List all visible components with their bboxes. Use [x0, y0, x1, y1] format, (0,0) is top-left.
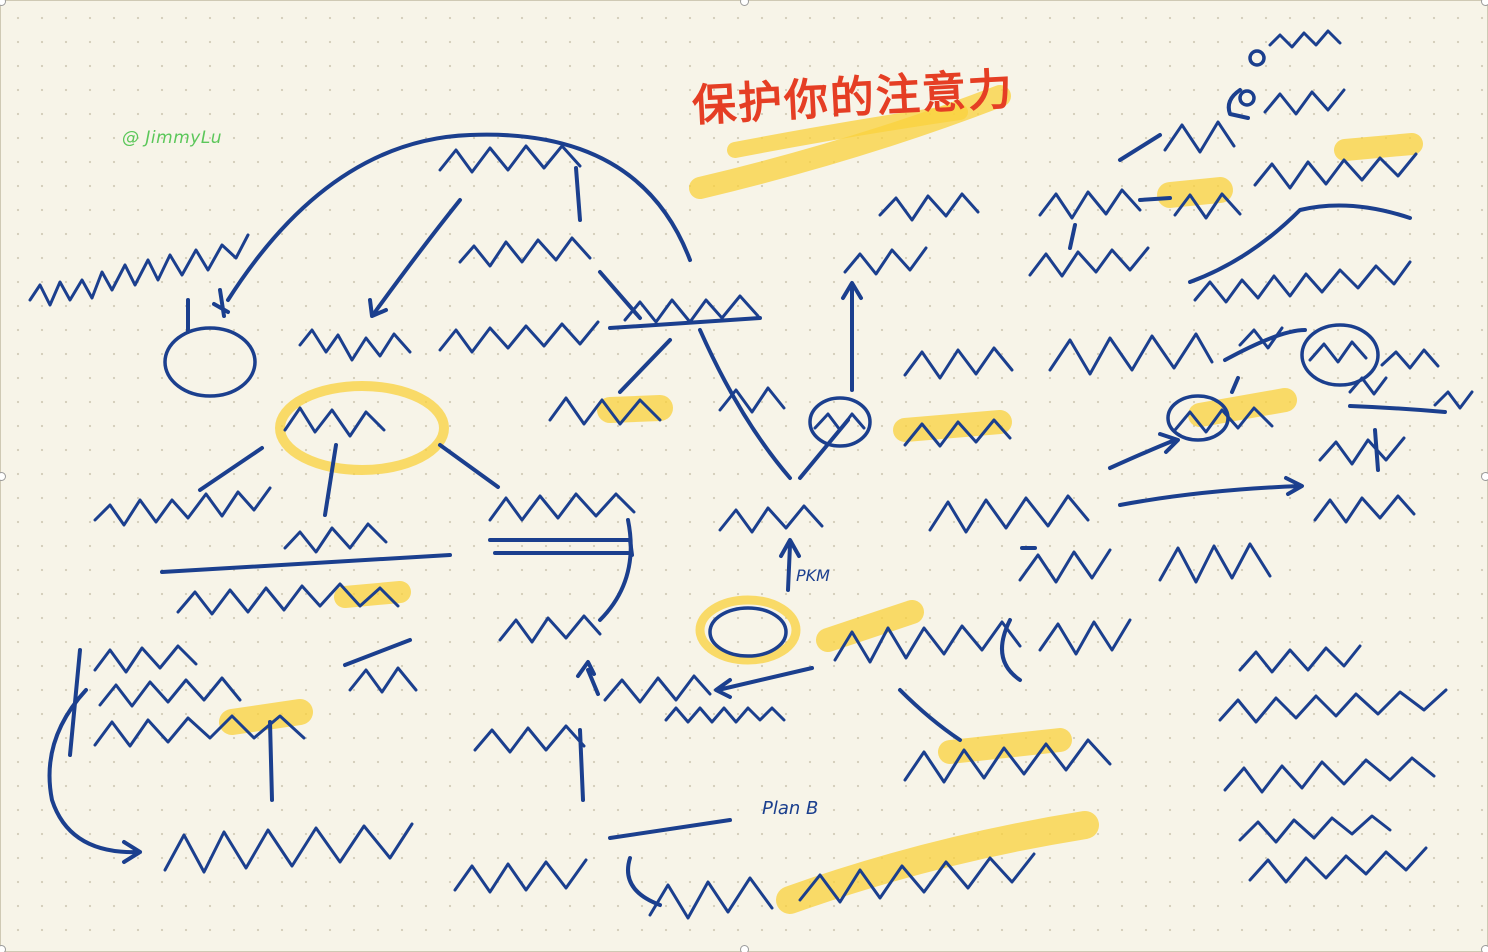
xinlai-highlight [1334, 133, 1423, 161]
qimeng-circle-highlight [275, 381, 449, 475]
resize-handle[interactable] [740, 945, 749, 952]
bangzhu-highlight [1157, 177, 1233, 208]
suipian-habit-highlight [938, 728, 1072, 764]
resize-handle[interactable] [1481, 0, 1488, 6]
highlighter-marks [219, 85, 1423, 914]
yali-highlight [597, 395, 673, 423]
scribbled-text [28, 29, 1474, 920]
pkm-label: PKM [796, 566, 830, 585]
plan-b-label: Plan B [762, 798, 819, 819]
geshihua-circle [808, 396, 872, 448]
dazhong-circle [163, 326, 257, 398]
note-2-circle [1238, 89, 1256, 107]
resize-handle[interactable] [1481, 945, 1488, 952]
connector-strokes [47, 88, 1447, 907]
resize-handle[interactable] [0, 945, 6, 952]
benneng-highlight [1188, 388, 1297, 427]
resize-handle[interactable] [1481, 472, 1488, 481]
title-highlight-2 [727, 104, 968, 158]
xinxi-circle-highlight [695, 595, 801, 665]
renshi-highlight [893, 410, 1012, 442]
qunti-highlight [219, 699, 313, 735]
resize-handle[interactable] [740, 0, 749, 6]
suipian-highlight [816, 600, 924, 652]
zhuyili-circle [1300, 323, 1380, 387]
resize-handle[interactable] [0, 0, 6, 6]
note-1-circle [1248, 49, 1266, 67]
xinxi-circle [708, 606, 788, 658]
bottom-highlight [776, 811, 1099, 914]
resize-handle[interactable] [0, 472, 6, 481]
node-circles [163, 49, 1380, 658]
author-credit: @ JimmyLu [122, 128, 223, 148]
